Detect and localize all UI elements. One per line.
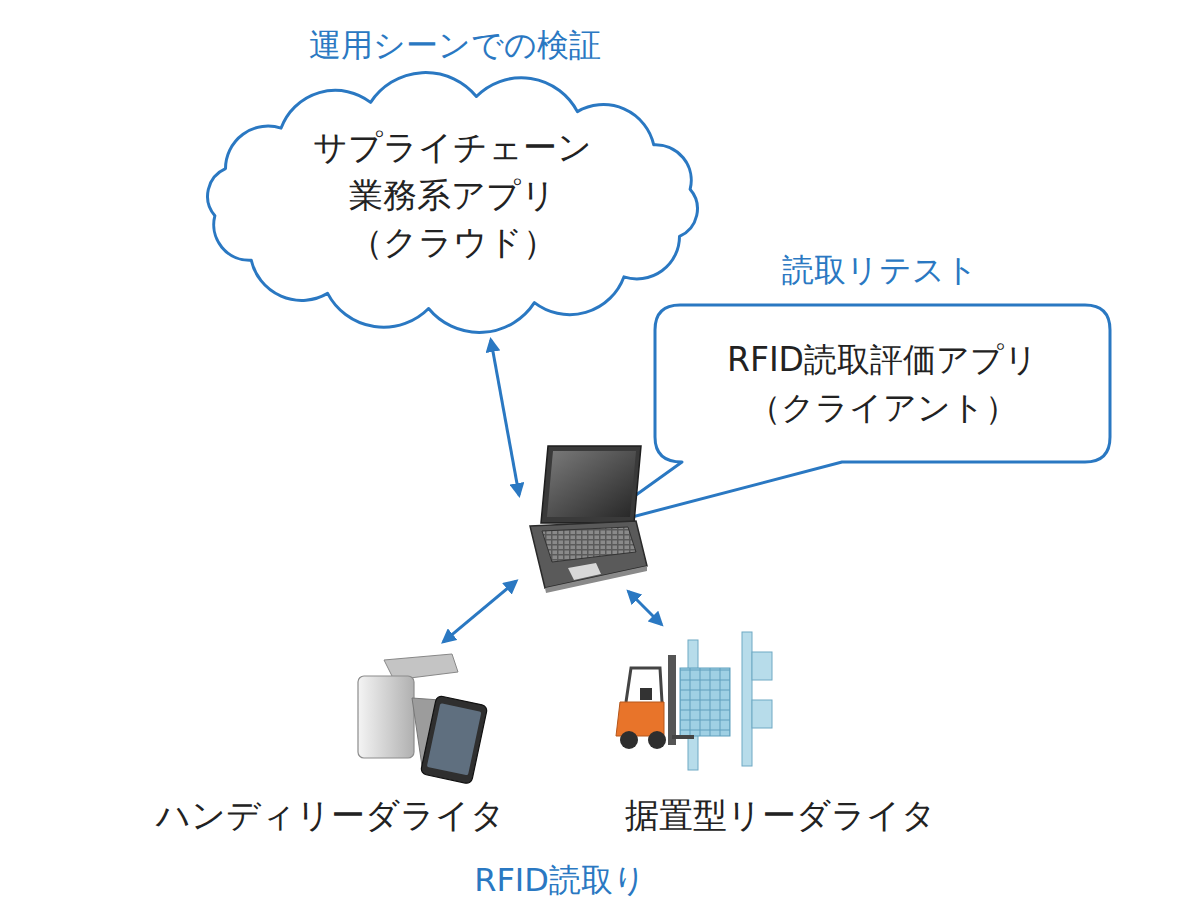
scene-label: 運用シーンでの検証 — [309, 26, 601, 64]
laptop-edge — [545, 566, 647, 593]
forklift-cage — [626, 668, 662, 702]
speech-bubble — [590, 305, 1110, 528]
cloud-text: サプライチェーン 業務系アプリ （クラウド） — [293, 124, 613, 267]
connector-arrow — [491, 340, 519, 495]
read-label: RFID読取り — [474, 861, 646, 899]
handy-reader: ハンディリーダライタ — [355, 645, 485, 780]
rack-panel — [752, 652, 772, 680]
rack-panel — [752, 700, 772, 728]
device-label: ハンディリーダライタ — [156, 795, 505, 836]
cloud-shape — [208, 73, 698, 333]
cargo-boxes — [680, 668, 730, 736]
forklift-fork — [672, 735, 694, 739]
handy-reader-icon — [358, 654, 488, 784]
device-label: 据置型リーダライタ — [625, 795, 936, 836]
forklift-wheel — [620, 731, 638, 749]
client-laptop: RFID読取評価アプリ （クライアント） — [520, 445, 648, 588]
connector-arrow — [443, 581, 516, 642]
forklift-mast — [668, 655, 676, 745]
smartphone — [420, 695, 487, 784]
forklift-body — [616, 702, 664, 736]
laptop-screen — [547, 451, 636, 517]
forklift-seat — [640, 688, 652, 700]
laptop-keyboard — [542, 527, 636, 562]
laptop-icon — [530, 446, 647, 593]
forklift-wheel — [648, 731, 666, 749]
fixed-reader: 据置型リーダライタ — [612, 628, 775, 775]
connector-arrow — [628, 592, 661, 625]
fixed-reader-icon — [616, 632, 772, 770]
callout-text: RFID読取評価アプリ （クライアント） — [675, 336, 1090, 432]
smartphone-screen — [427, 703, 482, 775]
rack-post — [742, 632, 752, 766]
reader-body — [358, 676, 414, 758]
cloud-node: サプライチェーン 業務系アプリ （クラウド） — [185, 70, 720, 335]
test-label: 読取リテスト — [782, 251, 978, 289]
laptop-lid — [541, 446, 641, 523]
laptop-base — [530, 521, 647, 588]
